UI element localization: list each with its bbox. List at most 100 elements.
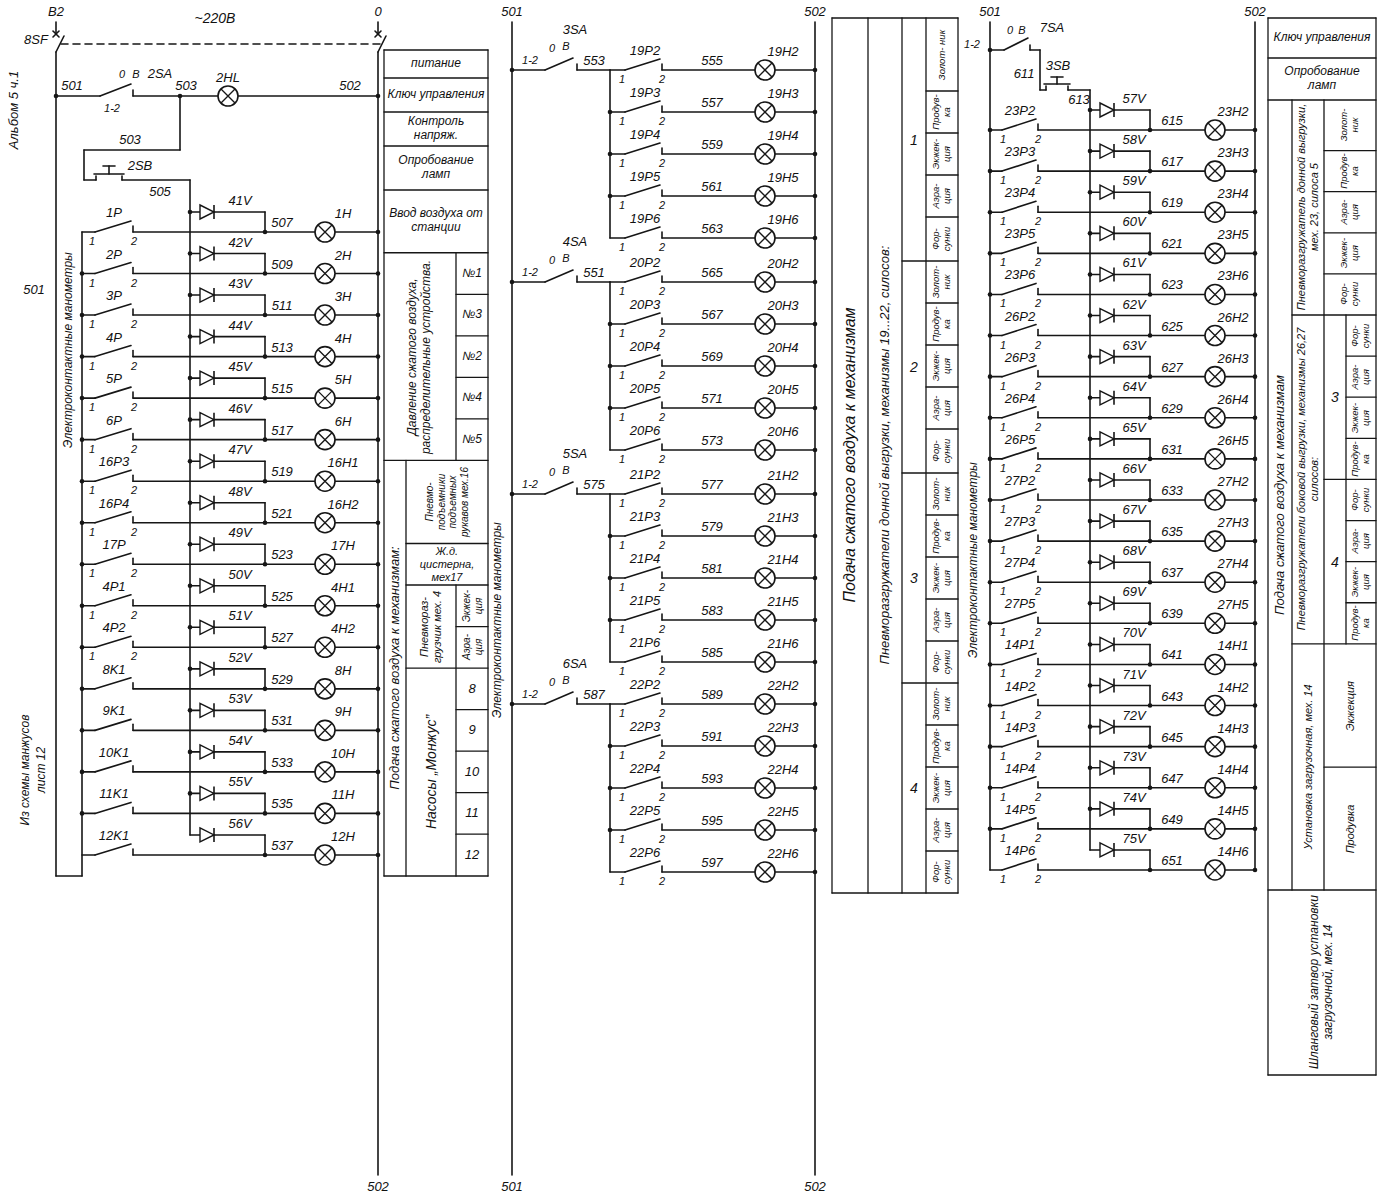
- diode-symbol: [200, 454, 214, 468]
- contact-blade: [1004, 38, 1028, 50]
- lamp-symbol: [1205, 613, 1225, 633]
- junction-dot: [1088, 108, 1093, 113]
- wire: [335, 688, 378, 690]
- junction-dot: [510, 492, 515, 497]
- contact-blade: [95, 263, 131, 274]
- wire: [375, 31, 381, 37]
- wire-number: 641: [1161, 648, 1183, 663]
- terminal-number: 2: [1035, 873, 1041, 886]
- junction-dot: [80, 520, 85, 525]
- lamp-symbol: [755, 356, 775, 376]
- diode-bar: [213, 330, 215, 344]
- junction-dot: [813, 786, 818, 791]
- diode-triangle: [1100, 309, 1114, 323]
- wire: [775, 493, 815, 495]
- table-rule: [926, 598, 958, 599]
- wire: [1225, 623, 1255, 625]
- diode-triangle: [200, 205, 214, 219]
- lamp-label: 27H2: [1217, 475, 1248, 490]
- contact-blade: [625, 651, 660, 662]
- diode-symbol: [200, 786, 214, 800]
- diode-symbol: [1100, 185, 1114, 199]
- wire: [1225, 294, 1255, 296]
- table-cell: Фор- сунки: [931, 852, 953, 892]
- lamp-cross: [1208, 452, 1222, 466]
- switch-label: В: [562, 40, 569, 53]
- switch-label: 0: [1007, 24, 1013, 37]
- bus-label: 501: [501, 5, 523, 20]
- table-rule: [1268, 57, 1376, 58]
- diode-symbol: [1100, 802, 1114, 816]
- junction-dot: [1148, 580, 1153, 585]
- junction-dot: [188, 376, 193, 381]
- diode-triangle: [1100, 432, 1114, 446]
- wire: [661, 572, 663, 578]
- table-rule: [1346, 561, 1376, 562]
- terminal-number: 1: [619, 115, 625, 128]
- wire: [335, 813, 378, 815]
- table-cell: Контроль напряж.: [387, 115, 485, 143]
- lamp-circle: [315, 388, 335, 408]
- diode-bar: [1113, 802, 1115, 816]
- diode-label: 67V: [1122, 503, 1145, 518]
- junction-dot: [988, 457, 993, 462]
- bus-label: 502: [367, 1180, 389, 1195]
- contact-label: 23P3: [1005, 145, 1035, 160]
- bus-label: 502: [804, 1180, 826, 1195]
- lamp-symbol: [755, 102, 775, 122]
- lamp-label: 23H2: [1217, 105, 1248, 120]
- lamp-cross: [758, 359, 772, 373]
- lamp-cross: [318, 723, 332, 737]
- wire: [133, 730, 315, 732]
- diode-label: 69V: [1122, 585, 1145, 600]
- junction-dot: [1088, 313, 1093, 318]
- table-cell: Аэра- ция: [1339, 193, 1361, 232]
- diode-bar: [1113, 473, 1115, 487]
- wire: [377, 52, 379, 1175]
- table-cell: Установка загрузочная, мех. 14: [1302, 647, 1315, 887]
- wire: [1037, 782, 1039, 788]
- lamp-cross: [758, 823, 772, 837]
- lamp-symbol: [1205, 778, 1225, 798]
- lamp-symbol: [755, 526, 775, 546]
- diode-symbol: [1100, 720, 1114, 734]
- lamp-label: 21H4: [767, 553, 798, 568]
- contact-blade: [100, 84, 131, 96]
- diode-triangle: [200, 579, 214, 593]
- lamp-circle: [315, 720, 335, 740]
- table-rule: [1324, 479, 1376, 480]
- junction-dot: [1088, 765, 1093, 770]
- lamp-circle: [315, 845, 335, 865]
- diode-bar: [1113, 267, 1115, 281]
- junction-dot: [1148, 621, 1153, 626]
- table-cell: Фор- сунки: [931, 430, 953, 472]
- wire: [1114, 849, 1150, 851]
- terminal-number: 1: [1000, 379, 1006, 392]
- wire: [82, 231, 95, 233]
- diode-symbol: [1100, 391, 1114, 405]
- terminal-number: 2: [659, 539, 665, 552]
- table-rule: [1292, 643, 1376, 644]
- lamp-label: 17H: [331, 539, 355, 554]
- diode-triangle: [1100, 843, 1114, 857]
- wire: [775, 535, 815, 537]
- wire: [1037, 741, 1039, 747]
- contact-blade: [625, 355, 660, 366]
- wire: [1038, 581, 1205, 583]
- lamp-label: 26H3: [1217, 351, 1248, 366]
- switch-label: 1-2: [104, 102, 120, 115]
- table-rule: [487, 50, 488, 876]
- wire-number: 575: [583, 478, 605, 493]
- terminal-number: 1: [619, 581, 625, 594]
- table-rule: [384, 189, 488, 190]
- contact-label: 16P3: [99, 455, 129, 470]
- contact-blade: [625, 59, 660, 70]
- wire: [1114, 603, 1150, 605]
- lamp-symbol: [218, 86, 238, 106]
- wire: [335, 439, 378, 441]
- wire: [214, 336, 265, 338]
- junction-dot: [80, 687, 85, 692]
- wire: [122, 179, 190, 181]
- contact-blade: [625, 439, 660, 450]
- diode-label: 60V: [1122, 215, 1145, 230]
